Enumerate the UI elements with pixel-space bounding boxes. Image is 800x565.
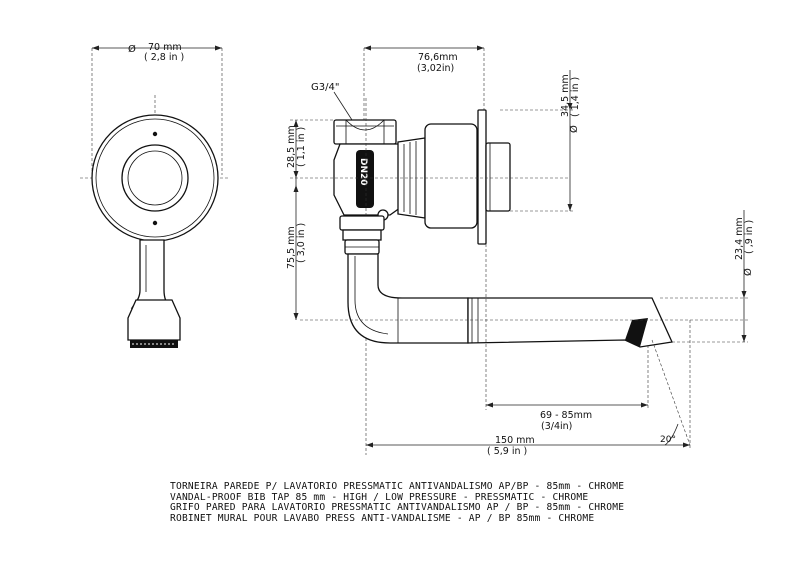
front-diameter-in: ( 2,8 in ) <box>144 52 184 63</box>
caption-block: TORNEIRA PAREDE P/ LAVATORIO PRESSMATIC … <box>170 481 690 524</box>
caption-en: VANDAL-PROOF BIB TAP 85 mm - HIGH / LOW … <box>170 491 589 503</box>
body-diameter-mm: 34,5 mm <box>560 74 571 117</box>
spout-reach-mm: 69 - 85mm <box>540 410 592 421</box>
spout-diameter-mm: 23,4 mm <box>734 217 745 260</box>
drop-height-mm: 75,5 mm <box>286 226 297 269</box>
body-marking: DN20 <box>358 158 368 186</box>
caption-es: GRIFO PARED PARA LAVATORIO PRESSMATIC AN… <box>170 502 625 514</box>
spout-reach-in: (3/4in) <box>541 421 572 432</box>
drop-height-in: ( 3,0 in ) <box>296 223 307 263</box>
front-diameter-symbol: Ø <box>128 43 136 55</box>
thread-label: G3/4" <box>311 82 339 93</box>
spout-diameter-in: ( ,9 in ) <box>744 220 755 254</box>
total-length-in: ( 5,9 in ) <box>487 446 527 457</box>
caption-pt: TORNEIRA PAREDE P/ LAVATORIO PRESSMATIC … <box>170 481 625 492</box>
top-width-mm: 76,6mm <box>418 52 458 63</box>
caption-fr: ROBINET MURAL POUR LAVABO PRESS ANTI-VAN… <box>170 512 595 524</box>
spout-diameter-symbol: Ø <box>742 268 754 276</box>
top-width-in: (3,02in) <box>417 63 454 74</box>
side-view: 76,6mm (3,02in) G3/4" DN20 <box>286 45 755 457</box>
button-ring <box>121 144 189 212</box>
body-diameter-in: ( 1,4 in ) <box>570 77 581 117</box>
angle-label: 20° <box>660 435 676 445</box>
inlet-height-in: ( 1,1 in ) <box>296 127 307 167</box>
inlet-height-mm: 28,5 mm <box>286 125 297 168</box>
total-length-mm: 150 mm <box>495 435 535 446</box>
body-diameter-symbol: Ø <box>568 125 580 133</box>
front-view: Ø 70 mm ( 2,8 in ) <box>80 42 230 350</box>
front-diameter-mm: 70 mm <box>148 42 182 53</box>
